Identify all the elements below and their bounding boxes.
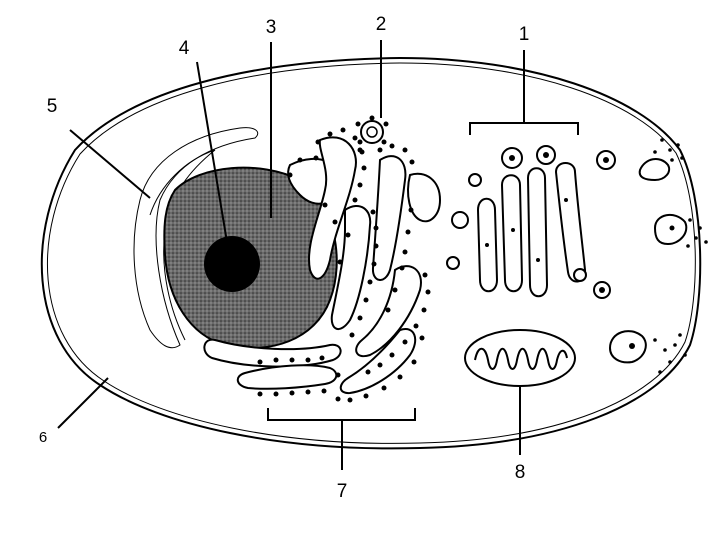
golgi-apparatus <box>446 145 616 299</box>
label-3: 3 <box>266 17 277 38</box>
golgi-dots <box>485 152 609 293</box>
bracket-7 <box>267 408 416 421</box>
leader-4 <box>196 61 229 249</box>
label-4: 4 <box>179 38 190 59</box>
label-6: 6 <box>39 429 47 446</box>
exocytosis-dots <box>629 138 708 374</box>
nucleus <box>163 166 338 349</box>
leader-6 <box>57 377 109 429</box>
vesicle-ribosomes <box>355 115 389 145</box>
vesicle <box>360 120 384 144</box>
label-2: 2 <box>376 14 387 35</box>
label-7: 7 <box>337 481 348 502</box>
number-labels: 1 2 3 4 5 6 7 8 <box>39 14 529 502</box>
label-5: 5 <box>47 96 58 117</box>
mitochondrion <box>464 329 576 387</box>
ribosomes <box>257 127 431 403</box>
exocytosis-vesicles <box>608 158 688 364</box>
cell-membrane <box>40 56 702 450</box>
bracket-1 <box>469 122 579 135</box>
label-8: 8 <box>515 462 526 483</box>
nucleolus <box>204 236 260 292</box>
leader-lines <box>57 40 579 470</box>
label-1: 1 <box>519 24 530 45</box>
leader-5 <box>69 129 151 199</box>
